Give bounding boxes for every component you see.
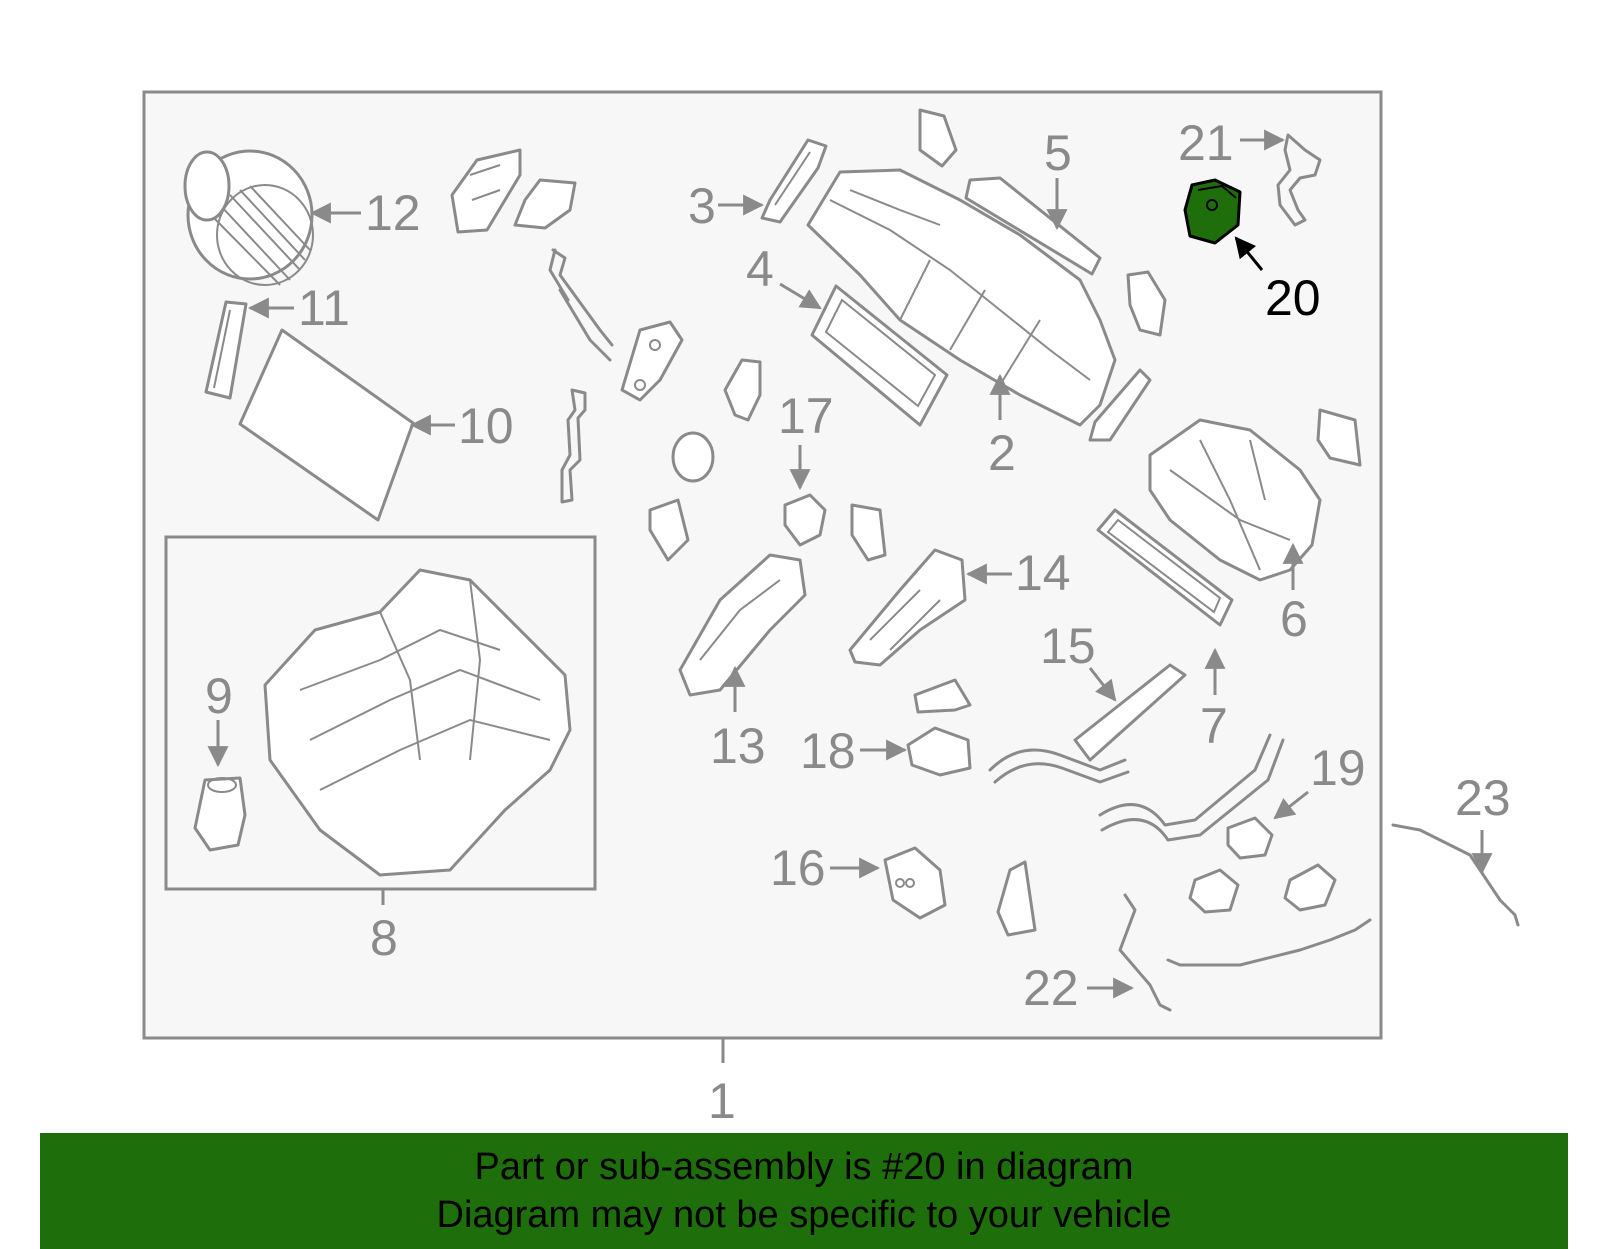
callout-14: 14 [1015,545,1071,601]
callout-16: 16 [770,840,826,896]
callout-20: 20 [1265,270,1321,326]
part-21-harness[interactable] [1276,133,1322,227]
bracket-f[interactable] [1316,408,1362,467]
bracket-h[interactable] [996,860,1037,937]
part-10-filter[interactable] [238,328,415,522]
callout-9: 9 [205,668,233,724]
callout-1: 1 [708,1073,736,1129]
bracket-c[interactable] [620,320,684,402]
part-8-heater-unit[interactable] [263,568,572,877]
callout-23: 23 [1455,770,1511,826]
part-4-frame[interactable] [810,284,949,427]
part-5-strip[interactable] [964,176,1102,276]
bracket-b[interactable] [513,178,577,230]
bracket-e[interactable] [648,498,690,562]
part-2-housing[interactable] [806,168,1117,427]
callout-17: 17 [778,388,834,444]
clip-right[interactable] [1126,270,1167,337]
part-9[interactable] [193,776,247,852]
callout-19: 19 [1310,740,1366,796]
callout-7: 7 [1200,698,1228,754]
leader-20 [1234,236,1264,271]
callout-22: 22 [1023,960,1079,1016]
hose-a[interactable] [988,748,1130,784]
link-rod[interactable] [548,248,614,362]
part-11-strip[interactable] [204,300,248,400]
clip-rod[interactable] [560,388,587,504]
part-20-actuator[interactable] [1183,178,1242,245]
callout-8: 8 [370,910,398,966]
banner-line-2: Diagram may not be specific to your vehi… [436,1194,1172,1236]
grommet[interactable] [671,431,715,483]
bracket-g[interactable] [850,503,887,562]
part-15-lever[interactable] [1073,663,1187,762]
part-19[interactable] [1226,816,1274,860]
part-13-duct[interactable] [678,553,807,697]
part-16[interactable] [883,846,947,920]
callout-3: 3 [688,178,716,234]
callout-2: 2 [988,425,1016,481]
callout-13: 13 [710,718,766,774]
callout-18: 18 [800,723,856,779]
part-12-blower[interactable] [183,149,314,286]
seal-right[interactable] [1088,368,1152,442]
callout-6: 6 [1280,591,1308,647]
hose-b[interactable] [1098,733,1285,842]
part-23-harness[interactable] [1391,823,1520,927]
callout-12: 12 [365,185,421,241]
bracket-d[interactable] [723,358,762,422]
banner-line-1: Part or sub-assembly is #20 in diagram [474,1146,1134,1188]
part-18[interactable] [906,678,972,777]
callout-4: 4 [746,241,774,297]
leader-15 [1088,667,1117,702]
callout-11: 11 [298,280,350,336]
info-banner: Part or sub-assembly is #20 in diagram D… [40,1133,1568,1249]
part-17[interactable] [783,493,827,547]
leader-19 [1273,790,1309,820]
bracket-a[interactable] [450,148,522,234]
clip-top[interactable] [918,108,958,168]
callout-21: 21 [1178,115,1234,171]
callout-5: 5 [1044,125,1072,181]
part-misc-a[interactable] [1188,868,1240,914]
callout-10: 10 [458,398,514,454]
callout-15: 15 [1040,618,1096,674]
part-misc-b[interactable] [1283,863,1337,912]
leader-4 [779,282,822,310]
part-3-seal[interactable] [760,138,828,224]
part-7-gasket[interactable] [1096,508,1234,627]
part-14-duct[interactable] [848,548,967,667]
part-22-harness[interactable] [1118,893,1372,1012]
